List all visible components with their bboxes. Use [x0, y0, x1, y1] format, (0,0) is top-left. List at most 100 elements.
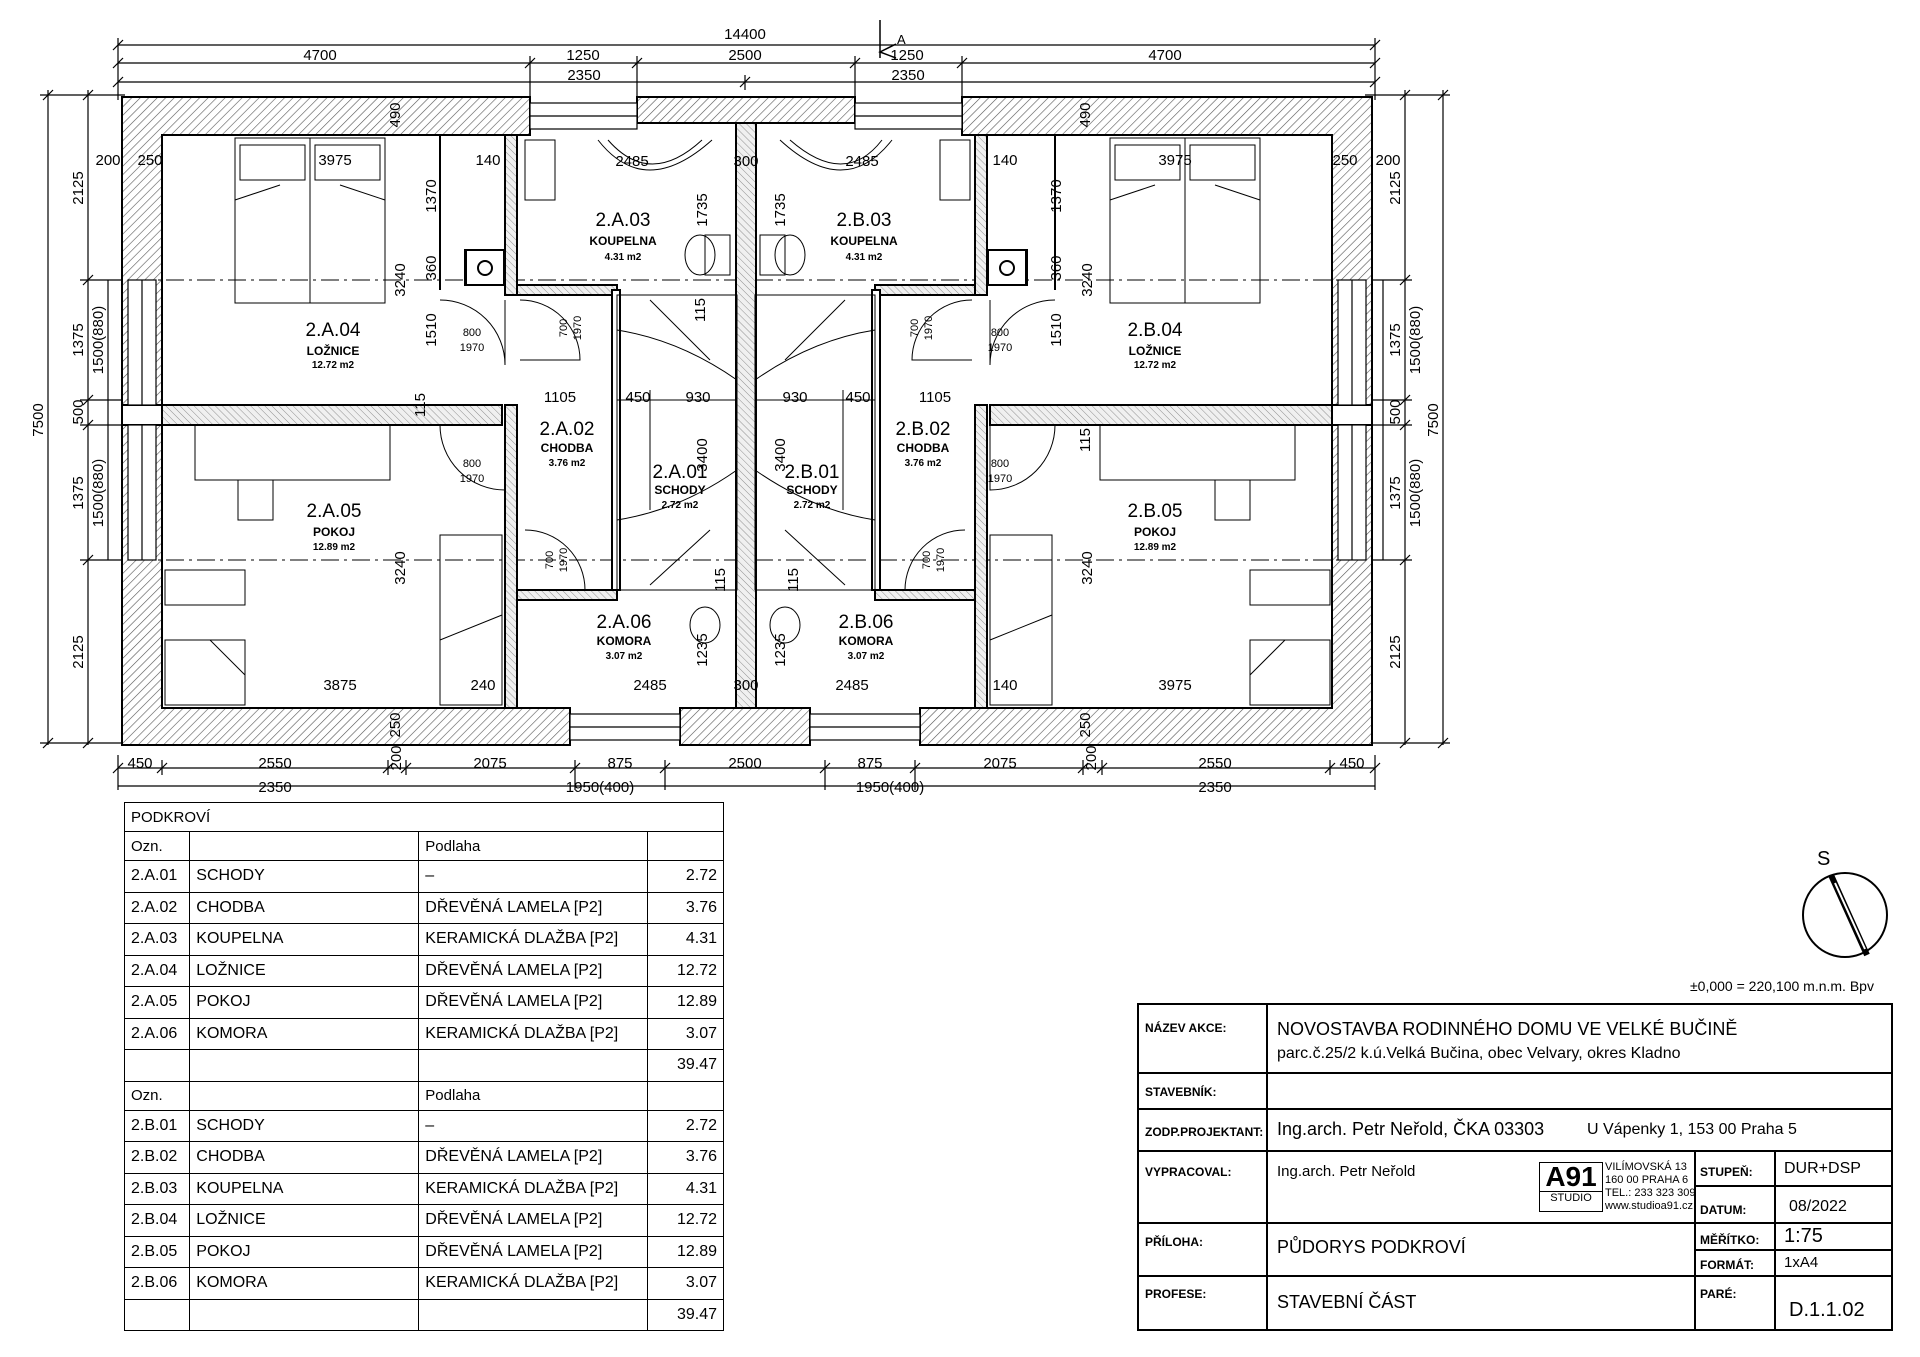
table-total-row: 39.47	[123, 1049, 724, 1082]
svg-text:2485: 2485	[633, 677, 666, 694]
svg-text:1105: 1105	[544, 389, 576, 406]
svg-text:250: 250	[1332, 152, 1357, 169]
top-dimensions	[112, 38, 1381, 100]
dim-left2-2: 1500(880)	[90, 459, 107, 527]
svg-text:3875: 3875	[323, 677, 356, 694]
svg-text:3.76 m2: 3.76 m2	[549, 458, 586, 469]
svg-text:250: 250	[387, 712, 404, 737]
stavebnik-label: STAVEBNÍK:	[1145, 1085, 1217, 1099]
dim-right2-1: 1500(880)	[1407, 306, 1424, 374]
table-total-row: 39.47	[123, 1298, 724, 1331]
bottom-dimensions	[112, 755, 1381, 790]
stairs	[616, 294, 876, 591]
section-marker-top	[878, 20, 897, 59]
dim-overall-width: 14400	[724, 26, 766, 43]
svg-text:700: 700	[558, 319, 570, 337]
svg-text:2.B.01: 2.B.01	[785, 462, 840, 483]
svg-text:2.A.05: 2.A.05	[307, 501, 362, 522]
svg-text:1970: 1970	[923, 316, 935, 340]
zodp-value: Ing.arch. Petr Neřold, ČKA 03303	[1277, 1119, 1545, 1139]
svg-text:1510: 1510	[423, 313, 440, 346]
svg-text:3240: 3240	[1079, 263, 1096, 296]
project-name: NOVOSTAVBA RODINNÉHO DOMU VE VELKÉ BUČIN…	[1277, 1019, 1738, 1039]
svg-text:2.B.04: 2.B.04	[1128, 320, 1183, 341]
dim-top-1: 4700	[303, 47, 336, 64]
svg-text:250: 250	[1077, 712, 1094, 737]
svg-text:800: 800	[991, 327, 1009, 339]
svg-text:140: 140	[475, 152, 500, 169]
dim-left-2: 1375	[70, 323, 87, 356]
svg-text:1510: 1510	[1048, 313, 1065, 346]
svg-text:2.72 m2: 2.72 m2	[662, 500, 699, 511]
profese-value: STAVEBNÍ ČÁST	[1277, 1292, 1417, 1312]
svg-text:140: 140	[992, 152, 1017, 169]
svg-text:2.B.05: 2.B.05	[1128, 501, 1183, 522]
svg-text:3400: 3400	[694, 438, 711, 471]
svg-text:2485: 2485	[835, 677, 868, 694]
dim-bot-6: 2500	[728, 755, 761, 772]
vypracoval-value: Ing.arch. Petr Neřold	[1277, 1163, 1416, 1180]
zodp-address: U Vápenky 1, 153 00 Praha 5	[1587, 1121, 1797, 1138]
floor-plan: 14400 4700 1250 2500 1250 4700 2350 2350…	[30, 20, 1450, 796]
studio-address: VILÍMOVSKÁ 13 160 00 PRAHA 6 TEL.: 233 3…	[1605, 1161, 1696, 1212]
dim-bot2-4: 2350	[1198, 779, 1231, 796]
svg-text:1970: 1970	[988, 342, 1012, 354]
svg-text:1370: 1370	[1048, 179, 1065, 212]
doors	[439, 299, 1056, 591]
svg-text:2.A.03: 2.A.03	[596, 210, 651, 231]
project-parcel: parc.č.25/2 k.ú.Velká Bučina, obec Velva…	[1277, 1045, 1681, 1062]
svg-text:360: 360	[1048, 255, 1065, 280]
title-block: NÁZEV AKCE: NOVOSTAVBA RODINNÉHO DOMU VE…	[1137, 1003, 1893, 1331]
studio-logo: A91 STUDIO	[1539, 1162, 1603, 1212]
svg-text:240: 240	[470, 677, 495, 694]
svg-text:2.A.02: 2.A.02	[540, 419, 595, 440]
svg-text:800: 800	[463, 458, 481, 470]
svg-text:700: 700	[909, 319, 921, 337]
svg-text:3.07 m2: 3.07 m2	[606, 651, 643, 662]
svg-text:1970: 1970	[988, 473, 1012, 485]
svg-text:KOUPELNA: KOUPELNA	[830, 234, 898, 248]
north-label: S	[1817, 848, 1830, 870]
profese-label: PROFESE:	[1145, 1287, 1207, 1301]
svg-text:1235: 1235	[772, 633, 789, 666]
svg-text:KOUPELNA: KOUPELNA	[589, 234, 657, 248]
svg-text:800: 800	[991, 458, 1009, 470]
svg-text:2.B.03: 2.B.03	[837, 210, 892, 231]
datum-label: DATUM:	[1700, 1203, 1747, 1217]
svg-text:1970: 1970	[558, 548, 570, 572]
svg-text:2.B.06: 2.B.06	[839, 612, 894, 633]
svg-text:SCHODY: SCHODY	[654, 483, 705, 497]
datum-value: 08/2022	[1789, 1198, 1847, 1215]
svg-text:2.72 m2: 2.72 m2	[794, 500, 831, 511]
dim-right-1: 2125	[1387, 171, 1404, 204]
svg-text:KOMORA: KOMORA	[597, 634, 652, 648]
svg-text:115: 115	[785, 568, 802, 592]
svg-text:300: 300	[733, 677, 758, 694]
dim-top-4: 1250	[890, 47, 923, 64]
dim-top-5: 4700	[1148, 47, 1181, 64]
svg-text:POKOJ: POKOJ	[313, 525, 355, 539]
svg-text:4.31 m2: 4.31 m2	[846, 252, 883, 263]
dim-left-4: 1375	[70, 476, 87, 509]
svg-text:200: 200	[1375, 152, 1400, 169]
bathroom-fixtures	[524, 139, 971, 644]
svg-text:2485: 2485	[845, 153, 878, 170]
priloha-label: PŘÍLOHA:	[1145, 1235, 1203, 1249]
zodp-label: ZODP.PROJEKTANT:	[1145, 1125, 1264, 1139]
svg-text:3975: 3975	[318, 152, 351, 169]
dim-bot-7: 875	[857, 755, 882, 772]
dim-top2-2: 2350	[891, 67, 924, 84]
svg-text:1970: 1970	[460, 342, 484, 354]
dim-bot-10: 2550	[1198, 755, 1231, 772]
svg-text:2.A.06: 2.A.06	[597, 612, 652, 633]
svg-text:1235: 1235	[694, 633, 711, 666]
